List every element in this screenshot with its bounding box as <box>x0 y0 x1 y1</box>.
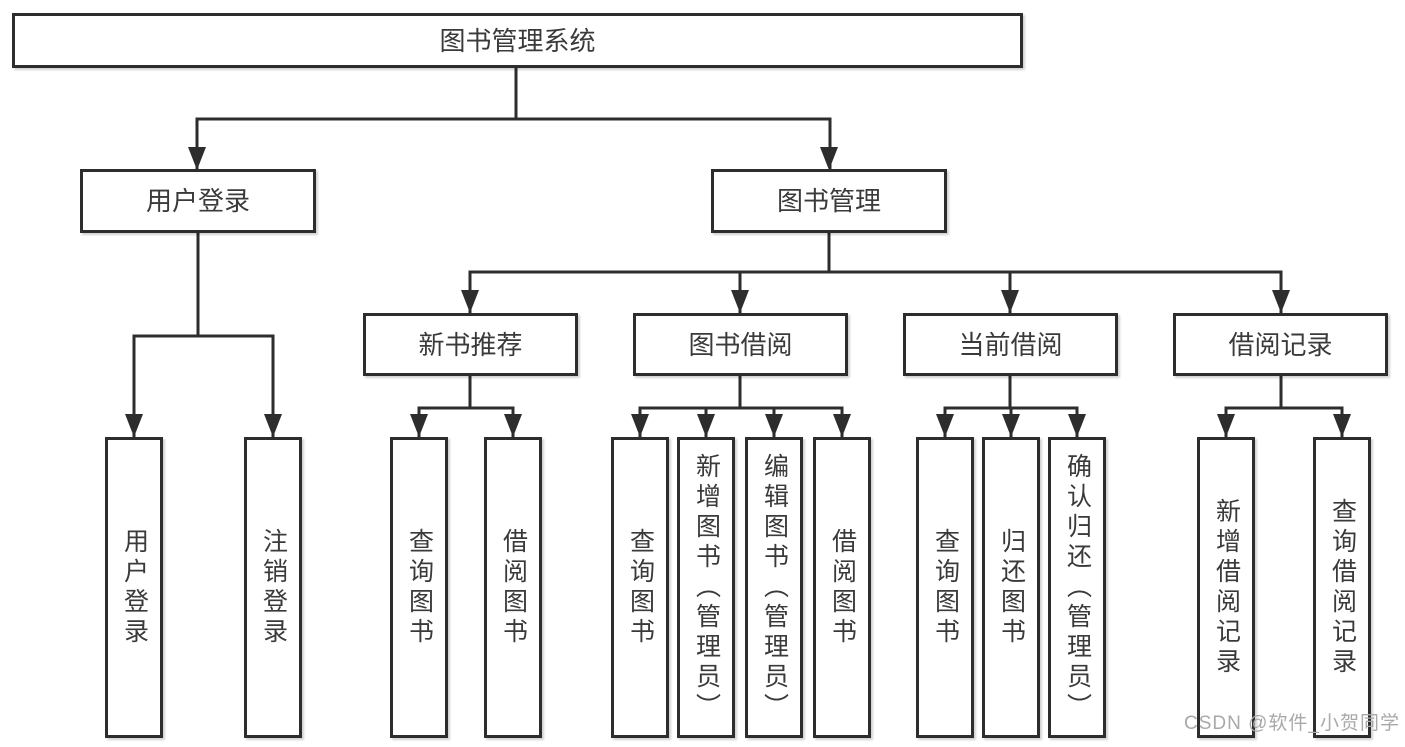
leaf-recommend-borrow-books: 借阅图书 <box>484 437 542 738</box>
leaf-add-borrow-record: 新增借阅记录 <box>1197 437 1255 738</box>
leaf-recommend-query-books: 查询图书 <box>390 437 448 738</box>
leaf-borrow-books: 借阅图书 <box>813 437 871 738</box>
leaf-query-borrow-record: 查询借阅记录 <box>1313 437 1371 738</box>
csdn-watermark: CSDN @软件_小贺同学 <box>1184 713 1400 734</box>
leaf-edit-books-admin: 编辑图书（管理员） <box>745 437 803 738</box>
leaf-confirm-return-admin: 确认归还（管理员） <box>1048 437 1106 738</box>
node-user-login: 用户登录 <box>80 169 316 233</box>
node-current-borrow: 当前借阅 <box>903 313 1118 376</box>
node-book-management: 图书管理 <box>711 169 947 233</box>
node-book-borrow: 图书借阅 <box>633 313 848 376</box>
node-root: 图书管理系统 <box>12 13 1023 68</box>
arrowheads <box>125 147 1351 437</box>
leaf-borrow-query-books: 查询图书 <box>611 437 669 738</box>
leaf-add-books-admin: 新增图书（管理员） <box>677 437 735 738</box>
leaf-user-login: 用户登录 <box>105 437 163 738</box>
leaf-logout: 注销登录 <box>244 437 302 738</box>
tree-edges <box>132 68 1344 437</box>
leaf-return-books: 归还图书 <box>982 437 1040 738</box>
node-new-book-recommend: 新书推荐 <box>363 313 578 376</box>
leaf-current-query-books: 查询图书 <box>916 437 974 738</box>
node-borrow-records: 借阅记录 <box>1173 313 1388 376</box>
